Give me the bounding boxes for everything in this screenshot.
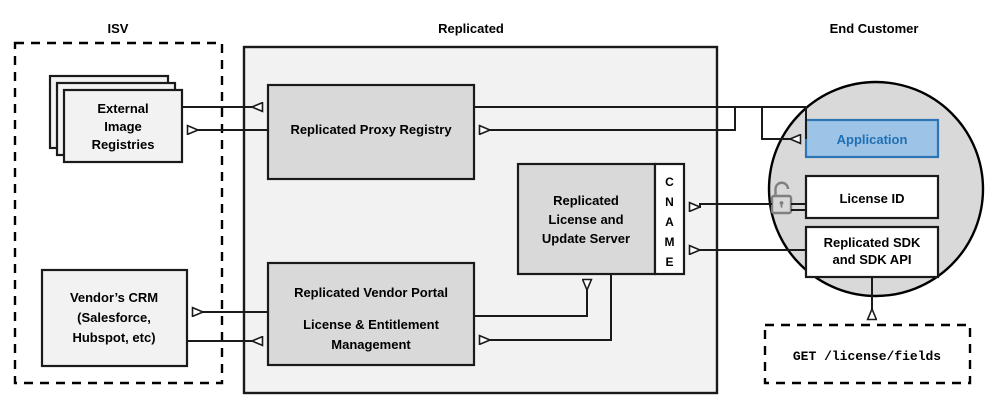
- isv-zone-title: ISV: [108, 21, 129, 36]
- cname-letter-4: E: [665, 255, 673, 269]
- replicated-sdk-label-line2: and SDK API: [833, 252, 912, 267]
- license-id-label: License ID: [839, 191, 904, 206]
- link-vendor-portal-to-license-server: [474, 280, 587, 317]
- link-license-id-to-cname: [690, 204, 772, 207]
- replicated-sdk[interactable]: [804, 225, 940, 279]
- vendor-crm[interactable]: [40, 268, 189, 368]
- external-image-registries-label-line2: Image: [104, 119, 142, 134]
- link-application-to-proxy: [480, 106, 807, 139]
- external-image-registries-label-line1: External: [97, 101, 148, 116]
- license-update-server-label-line1: Replicated: [553, 193, 619, 208]
- vendor-crm-label-line2: (Salesforce,: [77, 310, 151, 325]
- api-call-label: GET /license/fields: [793, 349, 941, 364]
- cname-letter-1: N: [665, 195, 674, 209]
- license-update-server-label-line3: Update Server: [542, 231, 630, 246]
- replicated-proxy-registry-label: Replicated Proxy Registry: [290, 122, 452, 137]
- replicated-sdk-label-line1: Replicated SDK: [824, 235, 921, 250]
- api-call-box: [763, 323, 972, 385]
- vendor-crm-label-line1: Vendor’s CRM: [70, 290, 158, 305]
- vendor-portal-label-line2: License & Entitlement: [303, 317, 439, 332]
- vendor-portal-label-line3: Management: [331, 337, 411, 352]
- cname-letter-0: C: [665, 175, 674, 189]
- link-proxy-to-application: [474, 106, 800, 139]
- cname-strip[interactable]: [653, 162, 686, 276]
- isv-zone-boundary: [13, 41, 224, 385]
- external-image-registries-label-line3: Registries: [92, 137, 155, 152]
- license-id[interactable]: [804, 174, 940, 220]
- vendor-portal-label-line1: Replicated Vendor Portal: [294, 285, 448, 300]
- replicated-license-and-update-server[interactable]: [516, 162, 657, 276]
- cname-letter-3: M: [665, 235, 675, 249]
- application-label: Application: [837, 132, 908, 147]
- license-update-server-label-line2: License and: [548, 212, 623, 227]
- end-customer-zone-title: End Customer: [830, 21, 919, 36]
- cname-letter-2: A: [665, 215, 674, 229]
- vendor-crm-label-line3: Hubspot, etc): [72, 330, 155, 345]
- replicated-zone-title: Replicated: [438, 21, 504, 36]
- replicated-vendor-portal[interactable]: [266, 261, 476, 367]
- application[interactable]: [804, 118, 940, 159]
- external-image-registries[interactable]: [62, 88, 184, 164]
- replicated-proxy-registry[interactable]: [266, 83, 476, 181]
- link-license-server-to-vendor-portal: [480, 274, 612, 340]
